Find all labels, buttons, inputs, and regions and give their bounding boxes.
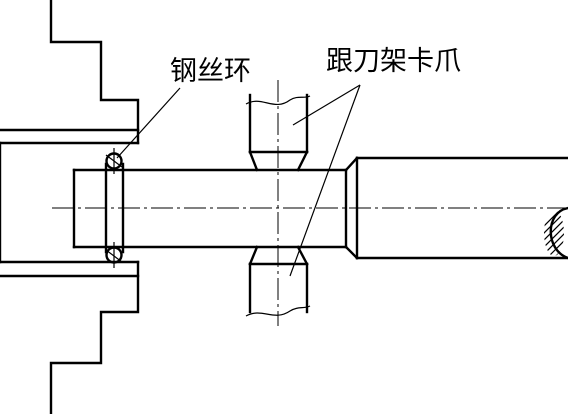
- chuck-upper: [0, 0, 140, 145]
- leader-lines: [116, 84, 361, 277]
- label-follow-rest-jaw: 跟刀架卡爪: [326, 46, 461, 77]
- workpiece-shaft: [72, 156, 568, 260]
- label-steel-wire-ring: 钢丝环: [170, 56, 251, 87]
- shaft-break-section: [544, 206, 568, 260]
- center-lines: [52, 80, 568, 326]
- chuck-lower: [0, 260, 140, 414]
